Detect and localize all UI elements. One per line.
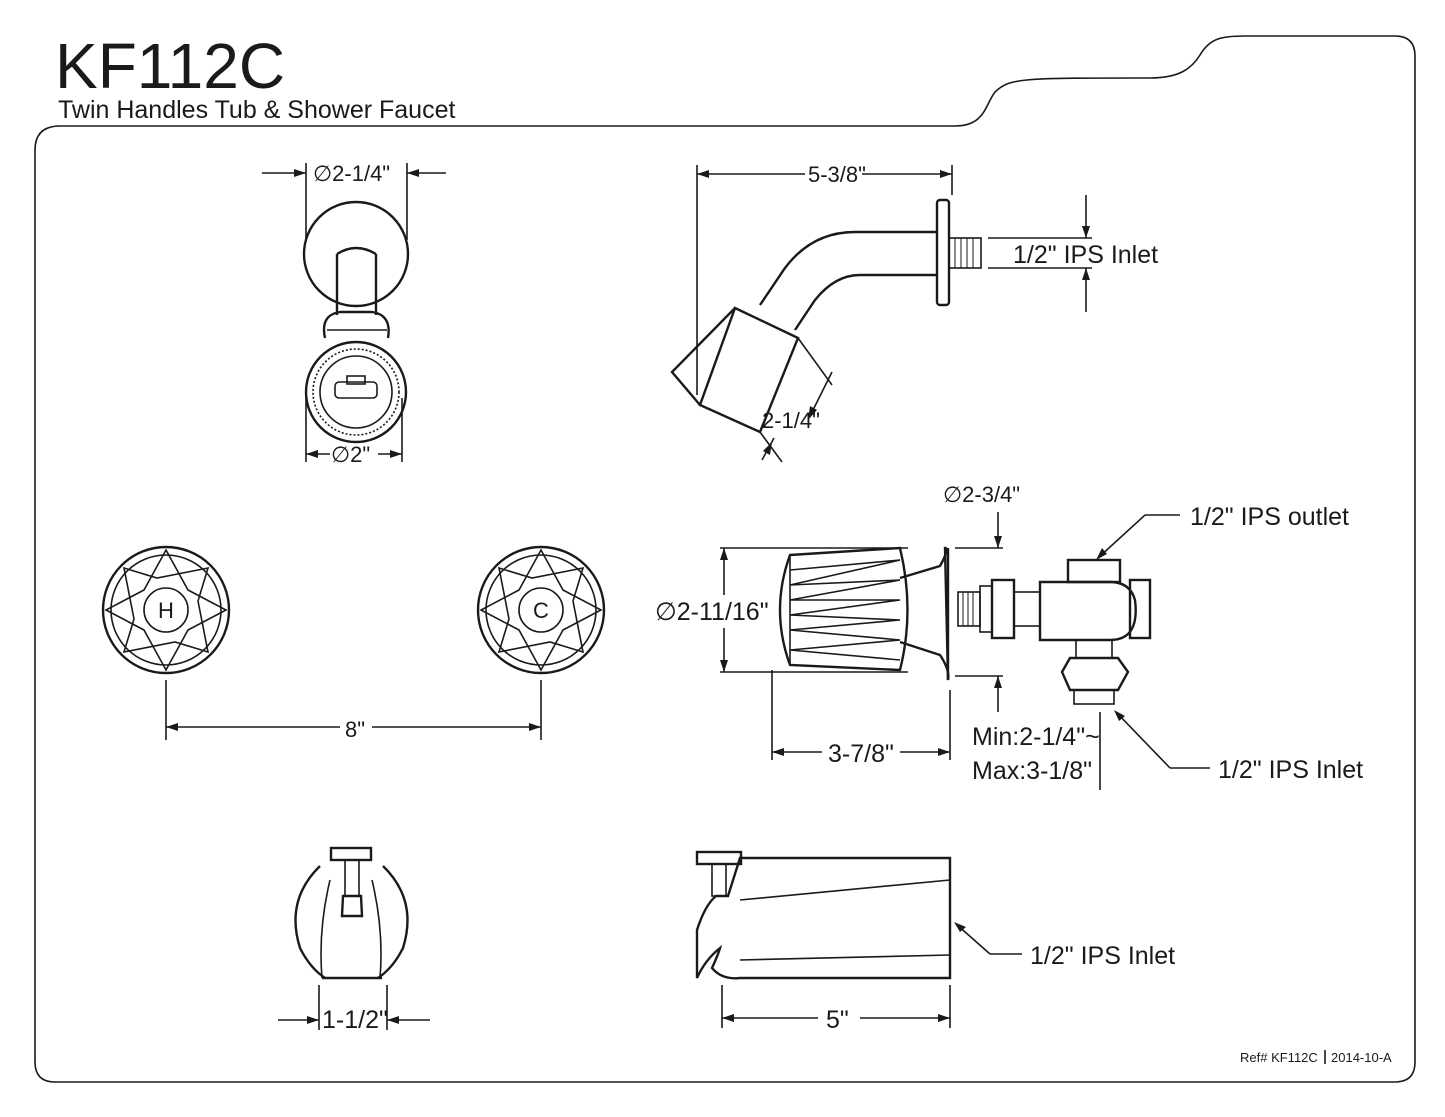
revision-date-label: 2014-10-A	[1331, 1050, 1392, 1065]
flange-diameter-label: ∅2-1/4"	[313, 161, 390, 186]
hot-handle: H	[101, 545, 231, 675]
shower-inlet-label: 1/2" IPS Inlet	[1013, 241, 1158, 269]
valve-side-view: ∅2-11/16" ∅2-3/4" 1/2" IPS outlet	[655, 482, 1363, 790]
ref-label: Ref# KF112C	[1240, 1050, 1318, 1065]
showerhead-side-view: 5-3/8" 1/2" IPS Inlet 2-1/4"	[670, 162, 1158, 463]
model-number: KF112C	[55, 30, 285, 102]
valve-outlet-label: 1/2" IPS outlet	[1190, 503, 1349, 531]
spout-side-view: 5" 1/2" IPS Inlet	[695, 850, 1175, 1034]
handle-spacing-label: 8"	[345, 717, 365, 742]
depth-max-label: Max:3-1/8"	[972, 757, 1092, 785]
spout-inlet-label: 1/2" IPS Inlet	[1030, 942, 1175, 970]
head-size-label: 2-1/4"	[762, 408, 820, 433]
handle-diameter-label: ∅2-11/16"	[655, 598, 769, 626]
depth-min-label: Min:2-1/4"~	[972, 723, 1100, 751]
spout-front-view: 1-1/2"	[278, 846, 430, 1034]
arm-length-label: 5-3/8"	[808, 162, 866, 187]
handles-front-view: H C 8"	[101, 545, 606, 742]
cold-handle: C	[476, 545, 606, 675]
head-diameter-label: ∅2"	[331, 442, 370, 467]
spout-length-label: 5"	[826, 1006, 849, 1034]
hot-mark-label: H	[158, 598, 174, 623]
escutcheon-diameter-label: ∅2-3/4"	[943, 482, 1020, 507]
showerhead-front-view: ∅2-1/4" ∅2"	[262, 161, 446, 467]
cold-mark-label: C	[533, 598, 549, 623]
spout-width-label: 1-1/2"	[322, 1006, 388, 1034]
valve-inlet-label: 1/2" IPS Inlet	[1218, 756, 1363, 784]
product-subtitle: Twin Handles Tub & Shower Faucet	[58, 96, 455, 124]
handle-length-label: 3-7/8"	[828, 740, 894, 768]
drawing-frame	[34, 35, 1416, 1083]
